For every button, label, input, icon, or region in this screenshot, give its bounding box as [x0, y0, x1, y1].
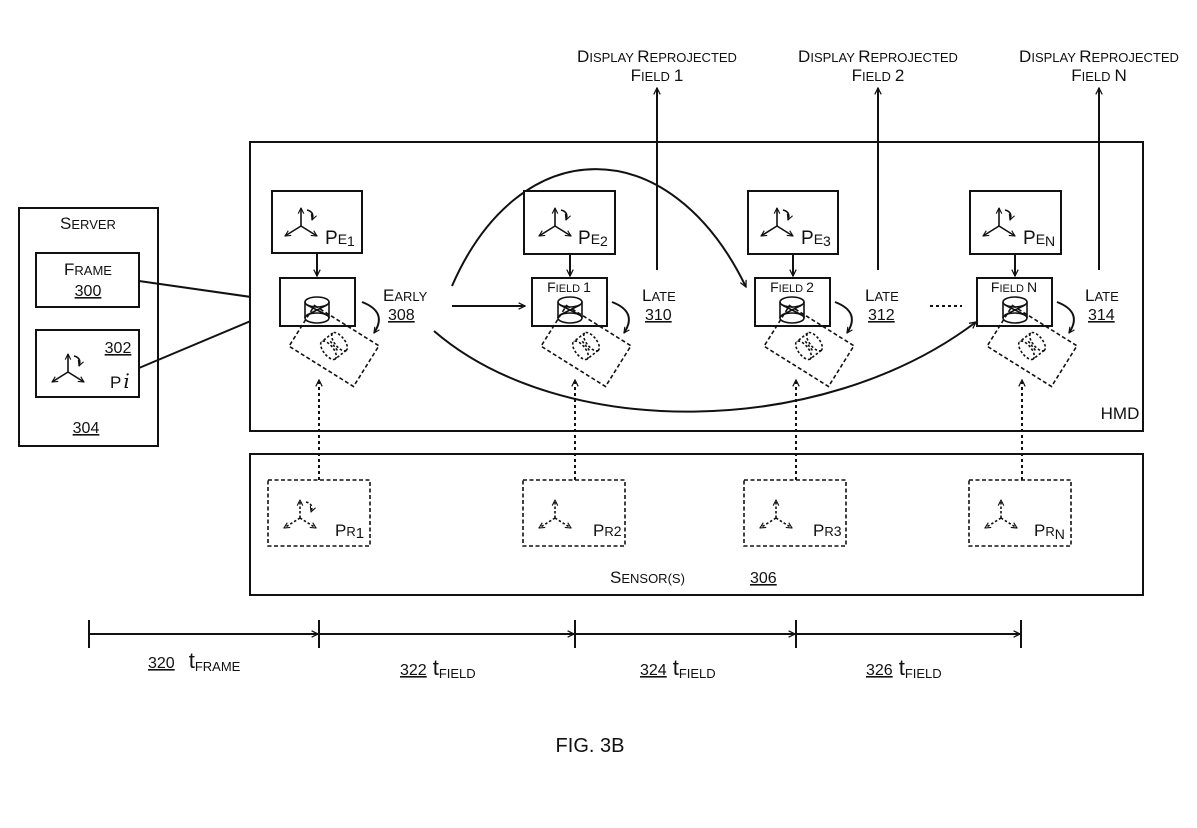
frame-box: [35, 252, 140, 308]
sensor-pose-3: PR3: [743, 479, 847, 547]
sensor-pose-1: PR1: [267, 479, 371, 547]
pose-box-pe1: [271, 190, 363, 254]
sensors-ref: 306: [750, 570, 777, 587]
late-label-n: LATE: [1085, 286, 1119, 305]
pose-label-pen: PEN: [1023, 228, 1055, 249]
stage-early: PE1 EARLY 308: [271, 190, 428, 388]
sensors-box: [249, 453, 1144, 596]
late-ref-312: 312: [868, 307, 895, 324]
svg-text:PR3: PR3: [813, 521, 842, 540]
svg-text:DISPLAY REPROJECTED: DISPLAY REPROJECTED: [1019, 47, 1179, 66]
hmd-label: HMD: [1101, 404, 1140, 423]
arc-early-to-field2: [451, 168, 747, 287]
pose-box-pe3: [747, 190, 839, 255]
field-box-2: [754, 277, 831, 327]
svg-text:PR1: PR1: [335, 521, 364, 542]
server-ref: 304: [73, 420, 100, 437]
server-box: [18, 207, 159, 447]
frame-ref: 300: [75, 283, 102, 300]
svg-text:PR2: PR2: [593, 521, 622, 540]
frame-buffer-box: [279, 277, 356, 327]
svg-text:PRN: PRN: [1034, 521, 1065, 542]
pose-label-pe3: PE3: [801, 228, 831, 249]
rotate-arrow-icon: [834, 301, 853, 333]
sensors-label: SENSOR(S): [610, 568, 685, 587]
early-label: EARLY: [383, 286, 428, 305]
rotate-arrow-icon: [361, 301, 380, 333]
pose-box-pe2: [523, 190, 616, 255]
pose-label-pe1: PE1: [325, 228, 355, 249]
arc-early-to-fieldn: [433, 322, 976, 413]
field-box-n: [976, 277, 1053, 327]
svg-text:DISPLAY REPROJECTED: DISPLAY REPROJECTED: [577, 47, 737, 66]
sensor-pose-2: PR2: [522, 479, 626, 547]
sensor-pose-n: PRN: [968, 479, 1072, 547]
early-ref: 308: [388, 307, 415, 324]
figure-caption: FIG. 3B: [556, 735, 625, 757]
frame-label: FRAME: [64, 260, 112, 279]
server-pose-ref: 302: [105, 340, 132, 357]
server-pose-box: [35, 329, 140, 398]
rotate-arrow-icon: [1056, 301, 1075, 333]
rotate-arrow-icon: [611, 301, 630, 333]
late-label-1: LATE: [642, 286, 676, 305]
svg-text:DISPLAY REPROJECTED: DISPLAY REPROJECTED: [798, 47, 958, 66]
pose-label-pe2: PE2: [578, 228, 608, 249]
late-ref-314: 314: [1088, 307, 1115, 324]
field-box-1: [531, 277, 608, 327]
server-title: SERVER: [60, 214, 116, 233]
late-label-2: LATE: [865, 286, 899, 305]
late-ref-310: 310: [645, 307, 672, 324]
